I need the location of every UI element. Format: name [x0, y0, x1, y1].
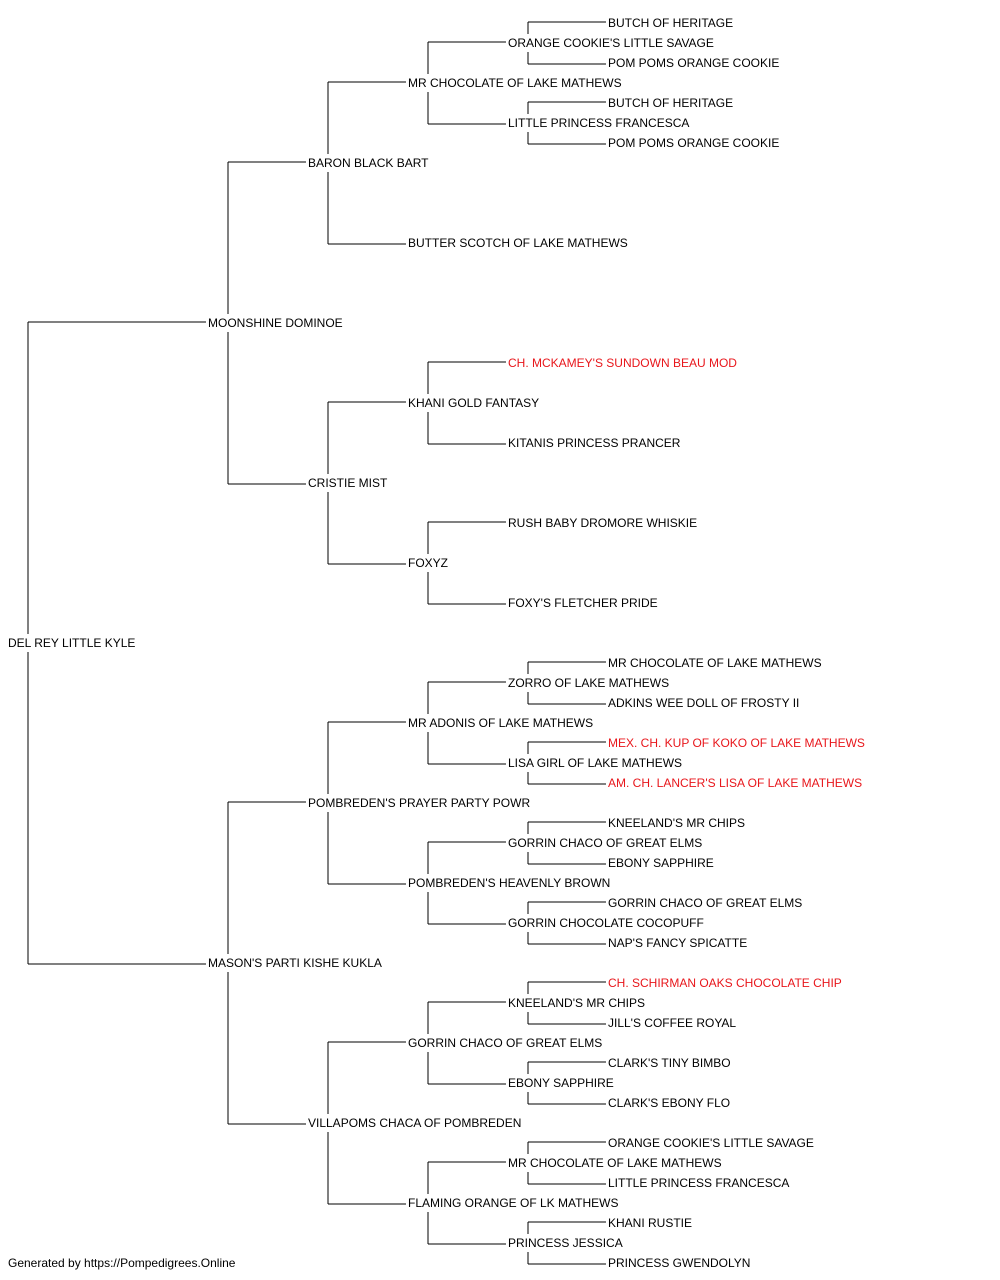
- ancestor-gen4-name: ORANGE COOKIE'S LITTLE SAVAGE: [508, 36, 714, 50]
- ancestor-gen4-name: CH. MCKAMEY'S SUNDOWN BEAU MOD: [508, 356, 737, 370]
- ancestor-gen5-name: MR CHOCOLATE OF LAKE MATHEWS: [608, 656, 822, 670]
- ancestor-gen2-name: CRISTIE MIST: [308, 476, 388, 490]
- ancestor-gen4-name: RUSH BABY DROMORE WHISKIE: [508, 516, 697, 530]
- ancestor-gen2-name: VILLAPOMS CHACA OF POMBREDEN: [308, 1116, 521, 1130]
- ancestor-gen4-name: KNEELAND'S MR CHIPS: [508, 996, 645, 1010]
- ancestor-gen5-name: NAP'S FANCY SPICATTE: [608, 936, 747, 950]
- ancestor-gen5-name: AM. CH. LANCER'S LISA OF LAKE MATHEWS: [608, 776, 862, 790]
- ancestor-gen4-name: GORRIN CHACO OF GREAT ELMS: [508, 836, 702, 850]
- ancestor-gen5-name: POM POMS ORANGE COOKIE: [608, 136, 779, 150]
- ancestor-gen3-name: POMBREDEN'S HEAVENLY BROWN: [408, 876, 610, 890]
- ancestor-gen4-name: FOXY'S FLETCHER PRIDE: [508, 596, 658, 610]
- ancestor-gen4-name: PRINCESS JESSICA: [508, 1236, 623, 1250]
- ancestor-gen4-name: MR CHOCOLATE OF LAKE MATHEWS: [508, 1156, 722, 1170]
- ancestor-gen5-name: ADKINS WEE DOLL OF FROSTY II: [608, 696, 799, 710]
- ancestor-gen3-name: MR CHOCOLATE OF LAKE MATHEWS: [408, 76, 622, 90]
- ancestor-gen1-name: MASON'S PARTI KISHE KUKLA: [208, 956, 382, 970]
- ancestor-gen4-name: LITTLE PRINCESS FRANCESCA: [508, 116, 689, 130]
- ancestor-gen5-name: POM POMS ORANGE COOKIE: [608, 56, 779, 70]
- ancestor-gen2-name: POMBREDEN'S PRAYER PARTY POWR: [308, 796, 530, 810]
- ancestor-gen3-name: FOXYZ: [408, 556, 448, 570]
- ancestor-gen3-name: KHANI GOLD FANTASY: [408, 396, 539, 410]
- ancestor-gen5-name: KNEELAND'S MR CHIPS: [608, 816, 745, 830]
- ancestor-gen5-name: JILL'S COFFEE ROYAL: [608, 1016, 736, 1030]
- ancestor-gen3-name: GORRIN CHACO OF GREAT ELMS: [408, 1036, 602, 1050]
- ancestor-gen4-name: LISA GIRL OF LAKE MATHEWS: [508, 756, 682, 770]
- footer-credit: Generated by https://Pompedigrees.Online: [8, 1256, 236, 1270]
- ancestor-gen5-name: LITTLE PRINCESS FRANCESCA: [608, 1176, 789, 1190]
- ancestor-gen3-name: FLAMING ORANGE OF LK MATHEWS: [408, 1196, 618, 1210]
- ancestor-gen5-name: BUTCH OF HERITAGE: [608, 96, 733, 110]
- ancestor-gen5-name: GORRIN CHACO OF GREAT ELMS: [608, 896, 802, 910]
- ancestor-gen5-name: MEX. CH. KUP OF KOKO OF LAKE MATHEWS: [608, 736, 865, 750]
- ancestor-gen5-name: CLARK'S EBONY FLO: [608, 1096, 730, 1110]
- ancestor-gen4-name: EBONY SAPPHIRE: [508, 1076, 614, 1090]
- ancestor-gen4-name: ZORRO OF LAKE MATHEWS: [508, 676, 669, 690]
- ancestor-gen3-name: MR ADONIS OF LAKE MATHEWS: [408, 716, 593, 730]
- ancestor-gen2-name: BARON BLACK BART: [308, 156, 429, 170]
- ancestor-gen3-name: BUTTER SCOTCH OF LAKE MATHEWS: [408, 236, 628, 250]
- ancestor-gen4-name: KITANIS PRINCESS PRANCER: [508, 436, 681, 450]
- ancestor-gen5-name: PRINCESS GWENDOLYN: [608, 1256, 750, 1270]
- ancestor-gen5-name: BUTCH OF HERITAGE: [608, 16, 733, 30]
- ancestor-gen5-name: ORANGE COOKIE'S LITTLE SAVAGE: [608, 1136, 814, 1150]
- ancestor-gen5-name: KHANI RUSTIE: [608, 1216, 692, 1230]
- ancestor-gen5-name: CLARK'S TINY BIMBO: [608, 1056, 731, 1070]
- ancestor-gen1-name: MOONSHINE DOMINOE: [208, 316, 343, 330]
- ancestor-gen5-name: EBONY SAPPHIRE: [608, 856, 714, 870]
- ancestor-gen5-name: CH. SCHIRMAN OAKS CHOCOLATE CHIP: [608, 976, 842, 990]
- ancestor-gen4-name: GORRIN CHOCOLATE COCOPUFF: [508, 916, 704, 930]
- subject-name: DEL REY LITTLE KYLE: [8, 636, 135, 650]
